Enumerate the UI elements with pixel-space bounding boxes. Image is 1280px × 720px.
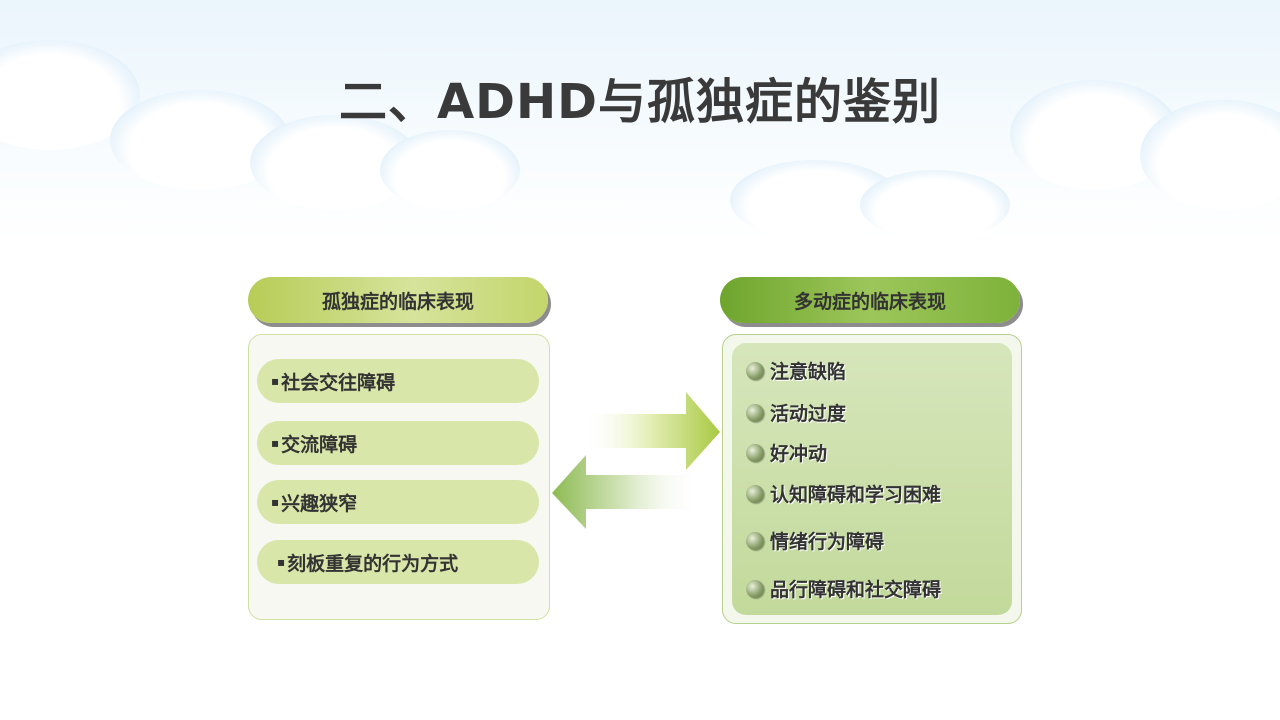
list-item: ▪ 兴趣狭窄 (257, 480, 539, 524)
square-bullet-icon: ▪ (277, 555, 286, 569)
adhd-header-label: 多动症的临床表现 (793, 290, 946, 313)
list-item: ▪ 交流障碍 (257, 421, 539, 465)
sphere-bullet-icon (746, 361, 764, 380)
list-item: 情绪行为障碍 (746, 527, 884, 554)
slide-title: 二、ADHD与孤独症的鉴别 (338, 74, 941, 130)
list-item: 品行障碍和社交障碍 (746, 575, 941, 602)
cloud-decoration (860, 170, 1010, 240)
sphere-bullet-icon (746, 443, 764, 462)
sphere-bullet-icon (746, 579, 764, 598)
autism-panel: ▪ 社会交往障碍 ▪ 交流障碍 ▪ 兴趣狭窄 ▪ 刻板重复的行为方式 (248, 334, 550, 620)
list-item: 注意缺陷 (746, 357, 846, 384)
list-item: 活动过度 (746, 399, 846, 426)
cloud-decoration (1140, 100, 1280, 210)
square-bullet-icon: ▪ (271, 495, 280, 509)
list-item: 认知障碍和学习困难 (746, 480, 941, 507)
square-bullet-icon: ▪ (271, 374, 280, 388)
adhd-item-label: 品行障碍和社交障碍 (770, 579, 942, 601)
cloud-decoration (380, 130, 520, 210)
autism-header: 孤独症的临床表现 (248, 277, 548, 323)
list-item: ▪ 社会交往障碍 (257, 359, 539, 403)
autism-item-label: 兴趣狭窄 (281, 492, 358, 515)
square-bullet-icon: ▪ (271, 436, 280, 450)
adhd-header: 多动症的临床表现 (720, 277, 1020, 323)
arrow-right-icon (580, 392, 720, 470)
autism-item-label: 交流障碍 (281, 433, 358, 456)
list-item: 好冲动 (746, 439, 827, 466)
sphere-bullet-icon (746, 484, 764, 503)
autism-header-label: 孤独症的临床表现 (321, 290, 474, 313)
adhd-item-label: 好冲动 (770, 443, 828, 465)
adhd-panel: 注意缺陷 活动过度 好冲动 认知障碍和学习困难 情绪行为障碍 品行障碍和社交障碍 (722, 334, 1022, 624)
arrow-left-icon (552, 455, 700, 529)
adhd-item-label: 注意缺陷 (770, 361, 847, 383)
adhd-panel-inner: 注意缺陷 活动过度 好冲动 认知障碍和学习困难 情绪行为障碍 品行障碍和社交障碍 (732, 343, 1012, 615)
autism-item-label: 社会交往障碍 (281, 371, 396, 394)
adhd-item-label: 情绪行为障碍 (770, 531, 885, 553)
sphere-bullet-icon (746, 531, 764, 550)
sphere-bullet-icon (746, 403, 764, 422)
adhd-item-label: 活动过度 (770, 403, 847, 425)
adhd-item-label: 认知障碍和学习困难 (770, 484, 942, 506)
list-item: ▪ 刻板重复的行为方式 (257, 540, 539, 584)
autism-item-label: 刻板重复的行为方式 (287, 552, 459, 575)
